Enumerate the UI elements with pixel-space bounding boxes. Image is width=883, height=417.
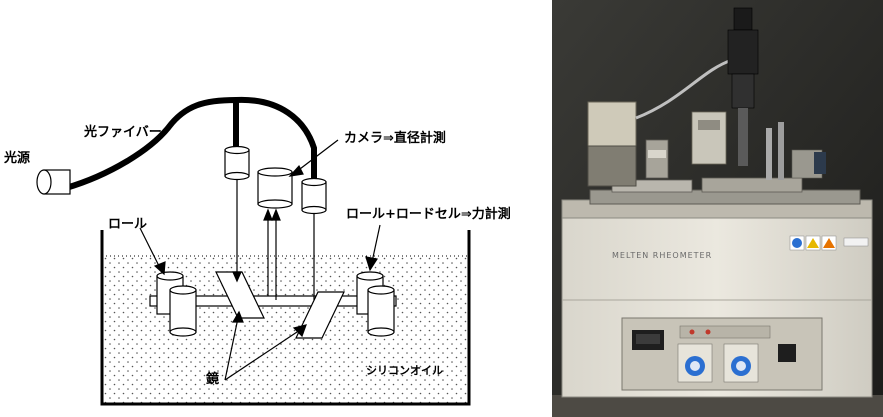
label-mirror: 鏡 xyxy=(206,371,219,387)
label-optical-fiber: 光ファイバー xyxy=(83,124,162,140)
control-panel xyxy=(621,317,823,391)
mirror-right xyxy=(295,291,345,339)
camera xyxy=(257,167,293,209)
right-posts xyxy=(766,122,826,180)
light-source xyxy=(36,169,71,195)
label-load-cell: ロール+ロードセル⇒力計測 xyxy=(346,206,511,222)
camera-column xyxy=(691,7,759,166)
optical-fiber xyxy=(63,96,317,191)
fiber-cable xyxy=(635,58,733,120)
fiber-head-left xyxy=(224,145,250,181)
shaft xyxy=(149,295,397,307)
fiber-head-right xyxy=(301,177,327,215)
callout-lines xyxy=(139,139,381,381)
light-source-box xyxy=(587,101,637,187)
apparatus-photo: MELTEN RHEOMETER xyxy=(552,0,883,417)
left-rolls xyxy=(156,271,197,337)
label-light-source: 光源 xyxy=(3,150,30,166)
panel-brand-text: MELTEN RHEOMETER xyxy=(612,251,712,260)
roll-housing-left xyxy=(645,139,669,179)
right-rolls xyxy=(356,271,395,337)
oil-bath xyxy=(100,230,471,406)
label-roll: ロール xyxy=(108,217,147,232)
schematic-diagram: 光源 光ファイバー カメラ⇒直径計測 ロール ロール+ロードセル⇒力計測 鏡 シ… xyxy=(3,96,511,406)
label-camera: カメラ⇒直径計測 xyxy=(344,130,446,146)
light-rays xyxy=(232,180,315,300)
label-silicone-oil: シリコンオイル xyxy=(366,364,443,377)
